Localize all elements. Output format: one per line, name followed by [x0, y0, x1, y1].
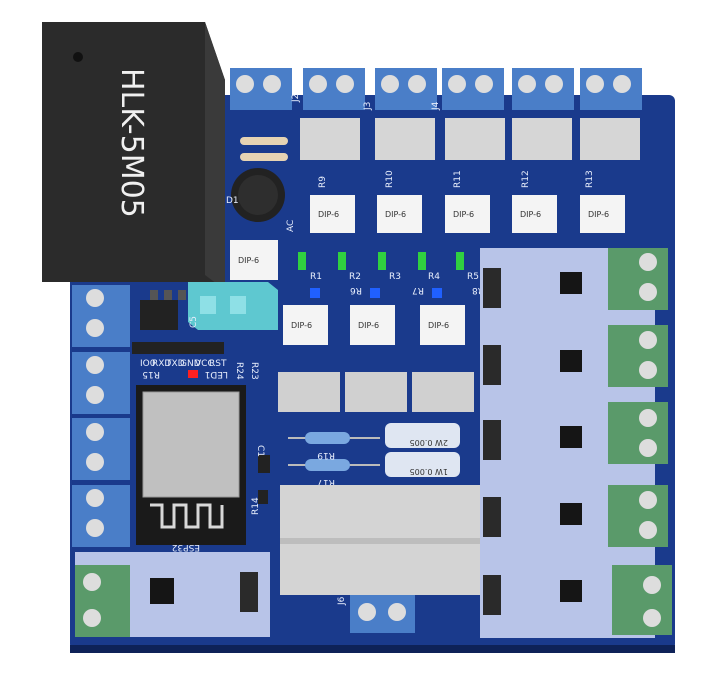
opto-label-4: DIP-6: [520, 210, 541, 219]
power-res-text-1: 2W 0.005: [410, 438, 448, 447]
label-j6: J6: [337, 596, 347, 606]
terminal-j6-top: [580, 68, 642, 110]
pin-txd: TXD: [165, 359, 185, 369]
left-terminal-blocks: [72, 285, 130, 547]
bottom-left-sensor-board: [75, 552, 270, 637]
axial-resistors-small: [240, 137, 288, 161]
label-r3: R3: [389, 272, 401, 282]
opto-label-8: DIP-6: [428, 321, 449, 330]
opto-label-7: DIP-6: [358, 321, 379, 330]
opto-label-3: DIP-6: [453, 210, 474, 219]
axial-resistors: [288, 432, 380, 471]
label-r4: R4: [428, 272, 440, 282]
label-j2: J2: [291, 94, 301, 103]
terminal-j2: [303, 68, 365, 110]
opto-label-left: DIP-6: [238, 256, 259, 265]
pcb-board-edge: [70, 645, 675, 653]
opto-label-2: DIP-6: [385, 210, 406, 219]
label-j4: J4: [431, 101, 441, 111]
top-heatsinks: [300, 118, 640, 160]
opto-label-6: DIP-6: [291, 321, 312, 330]
small-caps: [150, 290, 186, 300]
blue-leds: [310, 288, 442, 298]
pin-io0: IO0: [140, 359, 156, 369]
opto-label-5: DIP-6: [588, 210, 609, 219]
opto-row-mid: [283, 305, 465, 345]
label-r12: R12: [521, 170, 531, 188]
pin-rst: RST: [209, 359, 227, 369]
terminal-j3: [375, 68, 437, 110]
label-r8: R8: [472, 285, 484, 295]
opto-row-top: [310, 195, 625, 233]
cap-c1: [258, 455, 270, 473]
opto-label-1: DIP-6: [318, 210, 339, 219]
esp32-label: ESP32: [172, 542, 200, 552]
right-sensor-boards: [480, 248, 672, 638]
label-r10: R10: [385, 170, 395, 188]
main-heatsink: [280, 485, 482, 595]
terminal-j5: [512, 68, 574, 110]
label-r6: R6: [350, 285, 362, 295]
res-r14: [258, 490, 268, 504]
label-r1: R1: [310, 272, 322, 282]
green-leds: [298, 252, 464, 270]
label-r7: R7: [412, 285, 424, 295]
mid-heatsinks: [278, 372, 474, 412]
label-r17: R17: [317, 477, 335, 487]
hlk-5m05-module: HLK-5M05: [42, 22, 225, 290]
serial-header: [132, 342, 224, 354]
label-r13: R13: [585, 170, 595, 188]
label-j3: J3: [363, 102, 373, 111]
opto-left: [230, 240, 278, 280]
label-r11: R11: [453, 170, 463, 188]
power-res-text-2: 1W 0.005: [410, 467, 448, 476]
pin-vcc: VCC: [195, 359, 214, 369]
pin-gnd: GND: [180, 359, 201, 369]
label-r23: R23: [249, 362, 259, 380]
pin-header-cyan: [188, 282, 278, 330]
label-c5: C5: [189, 316, 199, 328]
buzzer-d1: [231, 168, 285, 222]
label-led1: LED1: [205, 369, 228, 379]
terminal-j1: [230, 68, 292, 110]
esp32-module: [136, 385, 246, 545]
label-r9: R9: [318, 176, 328, 188]
label-r24: R24: [234, 362, 244, 380]
top-terminal-blocks: [230, 68, 642, 110]
label-r5: R5: [467, 272, 479, 282]
terminal-j4: [442, 68, 504, 110]
label-c1: C1: [255, 445, 265, 457]
label-r19: R19: [317, 450, 335, 460]
hlk-module-label: HLK-5M05: [114, 68, 149, 218]
voltage-regulator: [140, 300, 178, 330]
power-resistors: [385, 423, 460, 477]
label-r2: R2: [349, 272, 361, 282]
led1-red: [188, 370, 198, 378]
label-r15: R15: [142, 369, 160, 379]
pin-rxd: RXD: [152, 359, 171, 369]
terminal-j6: [350, 595, 415, 633]
label-d1: D1: [226, 196, 239, 206]
label-ac: AC: [286, 220, 296, 232]
label-r14: R14: [251, 497, 261, 515]
